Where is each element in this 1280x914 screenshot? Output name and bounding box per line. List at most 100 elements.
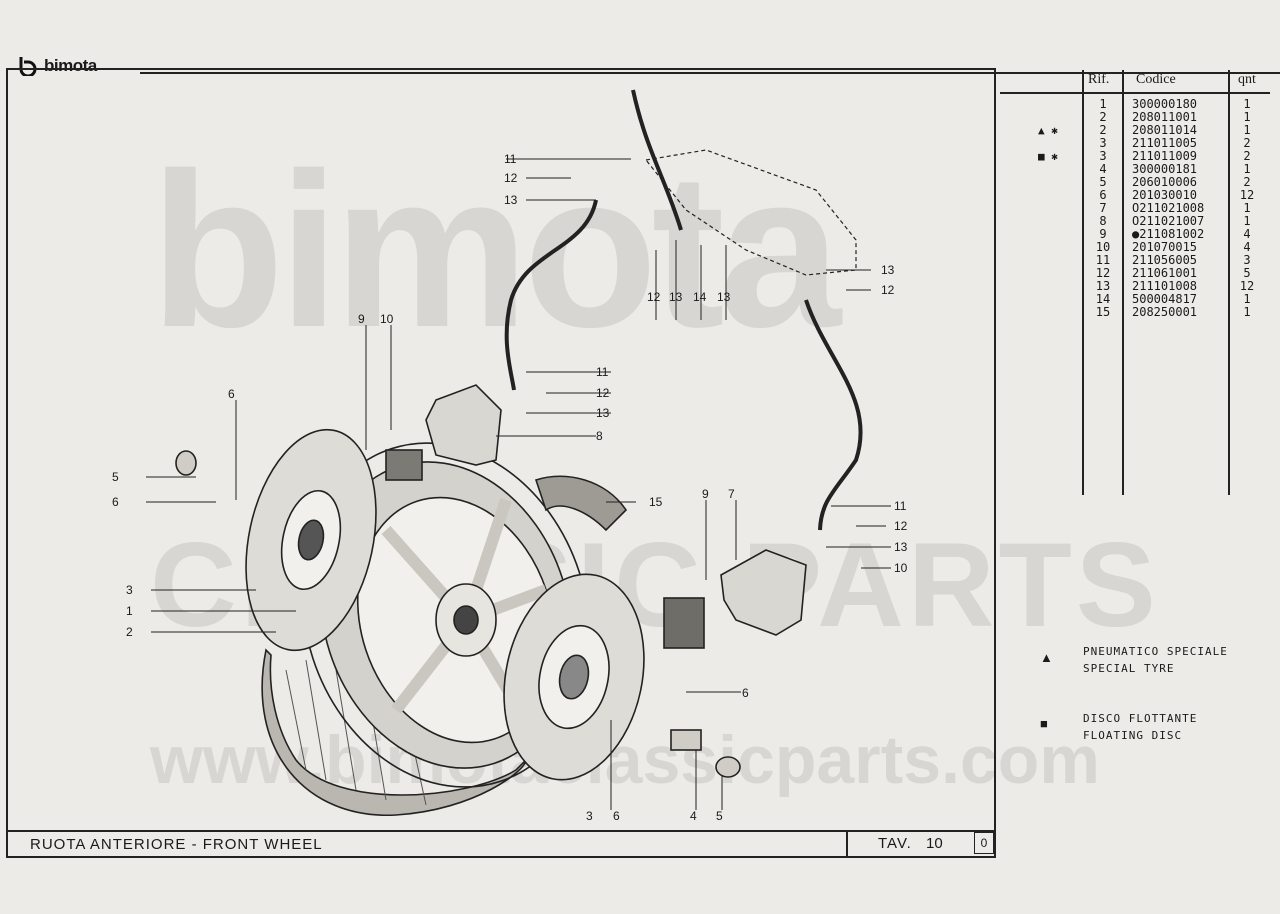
callout-9-top: 9	[358, 312, 365, 326]
callout-5-left: 5	[112, 470, 119, 484]
callout-13-mid: 13	[669, 290, 683, 304]
table-row: 10 201070015 4	[1000, 241, 1270, 254]
cell-qnt: 4	[1243, 227, 1251, 241]
cell-qnt: 1	[1243, 214, 1251, 228]
cell-qnt: 1	[1243, 201, 1251, 215]
cell-codice: 211011009	[1132, 149, 1198, 163]
revision-box: 0	[974, 832, 994, 854]
square-icon: ■	[1040, 716, 1048, 731]
cell-qnt: 1	[1243, 123, 1251, 137]
cell-rif: 7	[1099, 201, 1107, 215]
legend-special-tyre: PNEUMATICO SPECIALE SPECIAL TYRE	[1083, 643, 1228, 677]
callout-1: 1	[126, 604, 133, 618]
cell-codice: 211011005	[1132, 136, 1198, 150]
tav-box	[846, 830, 960, 856]
legend-floating-disc: DISCO FLOTTANTE FLOATING DISC	[1083, 710, 1197, 744]
callout-13-top: 13	[504, 193, 518, 207]
cell-qnt: 1	[1243, 305, 1251, 319]
cell-rif: 6	[1099, 188, 1107, 202]
cell-qnt: 3	[1243, 253, 1251, 267]
brand-name: bimota	[44, 56, 97, 75]
callout-15: 15	[649, 495, 663, 509]
brake-disc-left	[245, 428, 377, 652]
table-col-rule-3	[1228, 70, 1230, 495]
exploded-diagram: 11 12 13 12 13 14 13 13 12 9 10 11 12 13…	[112, 89, 908, 823]
cell-codice: 208011014	[1132, 123, 1198, 137]
callout-12-mid3: 12	[596, 386, 610, 400]
cell-qnt: 5	[1243, 266, 1251, 280]
callout-13-mid3: 13	[596, 406, 610, 420]
cell-qnt: 1	[1243, 292, 1251, 306]
cell-rif: 3	[1099, 149, 1107, 163]
brake-line-right	[804, 299, 863, 531]
callout-11-mid: 11	[596, 365, 609, 379]
axle-spacers	[175, 450, 741, 778]
drawing-title: RUOTA ANTERIORE - FRONT WHEEL	[30, 836, 323, 853]
callout-14: 14	[693, 290, 707, 304]
cell-codice: 300000180	[1132, 97, 1198, 111]
cell-qnt: 2	[1243, 136, 1251, 150]
table-top-rule	[1000, 92, 1270, 94]
cell-qnt: 2	[1243, 175, 1251, 189]
cell-rif: 2	[1099, 110, 1107, 124]
cell-codice: ●211081002	[1132, 227, 1205, 241]
callout-6-left: 6	[112, 495, 119, 509]
cell-codice: 211061001	[1132, 266, 1198, 280]
cell-codice: 208250001	[1132, 305, 1198, 319]
cell-qnt: 1	[1243, 110, 1251, 124]
cell-rif: 8	[1099, 214, 1107, 228]
tav-label: TAV.	[878, 835, 912, 852]
cell-codice: 211101008	[1132, 279, 1198, 293]
header-rule	[140, 72, 1280, 74]
bimota-b-icon	[19, 57, 37, 76]
table-col-rule-2	[1122, 70, 1124, 495]
callout-9-right: 9	[702, 487, 709, 501]
callout-13-mid2: 13	[717, 290, 731, 304]
mudguard-outline	[644, 149, 857, 276]
callout-3-bottom: 3	[586, 809, 593, 823]
callout-12-right: 12	[881, 283, 895, 297]
cell-codice: 206010006	[1132, 175, 1198, 189]
cell-codice: 208011001	[1132, 110, 1198, 124]
cell-qnt: 1	[1243, 97, 1251, 111]
footer-bar	[6, 830, 996, 858]
drawing-frame	[6, 68, 996, 858]
cell-rif: 3	[1099, 136, 1107, 150]
brake-line-left	[504, 199, 598, 391]
cell-rif: 10	[1095, 240, 1111, 254]
callout-7: 7	[728, 487, 735, 501]
legend-line-en: SPECIAL TYRE	[1083, 662, 1175, 675]
legend-line-it: DISCO FLOTTANTE	[1083, 712, 1198, 725]
callout-13-right2: 13	[894, 540, 908, 554]
cell-rif: 11	[1095, 253, 1111, 267]
callout-13-right: 13	[881, 263, 895, 277]
legend-line-it: PNEUMATICO SPECIALE	[1083, 645, 1228, 658]
cell-qnt: 4	[1243, 240, 1251, 254]
cell-qnt: 12	[1239, 279, 1255, 293]
callout-6-bottom: 6	[613, 809, 620, 823]
cell-codice: 500004817	[1132, 292, 1198, 306]
cell-codice: 201070015	[1132, 240, 1198, 254]
cell-qnt: 2	[1243, 149, 1251, 163]
table-row: 3 211011005 2	[1000, 137, 1270, 150]
brake-caliper-lower	[663, 549, 807, 649]
brake-disc-right	[503, 573, 645, 781]
cell-qnt: 12	[1239, 188, 1255, 202]
callout-3-left: 3	[126, 583, 133, 597]
cell-codice: O211021007	[1132, 214, 1205, 228]
callout-10-top: 10	[380, 312, 394, 326]
callout-2: 2	[126, 625, 133, 639]
